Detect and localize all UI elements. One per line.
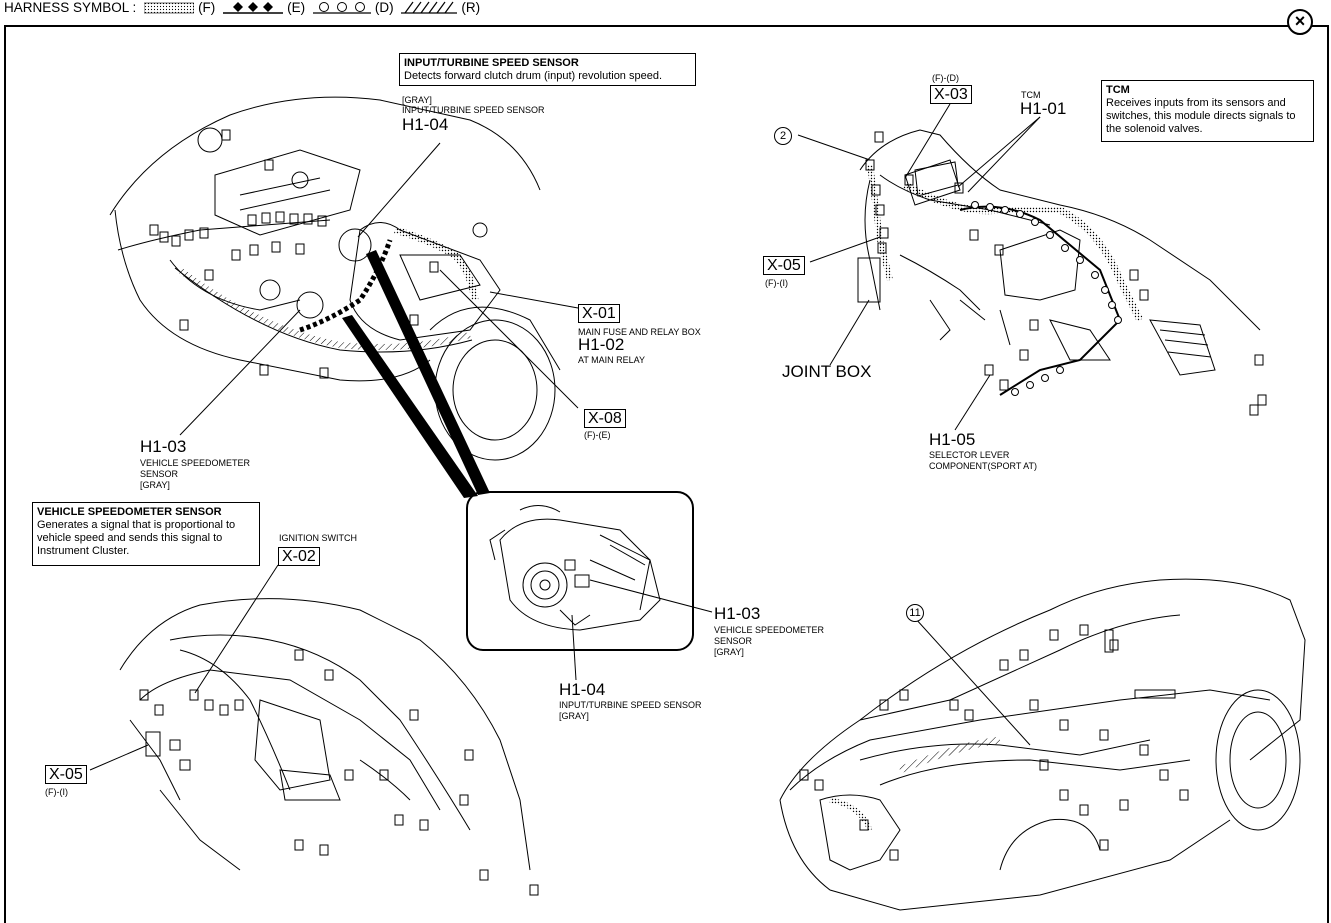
- tcm-info-box: TCM Receives inputs from its sensors and…: [1101, 80, 1314, 142]
- turbine-box-text: Detects forward clutch drum (input) revo…: [404, 70, 663, 82]
- car-body-illustration: [779, 578, 1306, 911]
- x02-sub: IGNITION SWITCH: [279, 533, 357, 543]
- h103-mid-l3: [GRAY]: [714, 647, 744, 657]
- legend-r: (R): [461, 0, 481, 15]
- dotted-harness-icon: [144, 3, 195, 14]
- vss-box-title: VEHICLE SPEEDOMETER SENSOR: [37, 506, 222, 518]
- dashboard-bottom-illustration: [119, 598, 539, 896]
- turbine-top-name: INPUT/TURBINE SPEED SENSOR: [402, 105, 545, 115]
- legend-f: (F): [198, 0, 216, 15]
- hatched-harness-icon: [401, 2, 458, 15]
- h104-mid-code: H1-04: [559, 680, 606, 699]
- h103-mid-code: H1-03: [714, 604, 761, 623]
- h103-top-l3: [GRAY]: [140, 480, 170, 490]
- harness-symbol-legend: HARNESS SYMBOL : (F) (E) (D) (R): [4, 0, 480, 18]
- h102-code: H1-02: [578, 335, 625, 354]
- turbine-top-code: H1-04: [402, 115, 449, 134]
- x05-top-sub: (F)-(I): [765, 278, 788, 288]
- x05-top-connector-label: X-05: [763, 256, 805, 275]
- x03-sub: (F)-(D): [932, 73, 959, 83]
- turbine-box-title: INPUT/TURBINE SPEED SENSOR: [404, 57, 579, 69]
- h102-desc: AT MAIN RELAY: [578, 355, 646, 365]
- h103-top-l1: VEHICLE SPEEDOMETER: [140, 458, 251, 468]
- x05-bottom-connector-label: X-05: [45, 765, 87, 784]
- diamond-harness-icon: [223, 2, 284, 15]
- h105-code: H1-05: [929, 430, 976, 449]
- h103-top-l2: SENSOR: [140, 469, 179, 479]
- h105-l2: COMPONENT(SPORT AT): [929, 461, 1038, 471]
- vss-box-text: Generates a signal that is proportional …: [37, 519, 236, 557]
- legend-e: (E): [287, 0, 306, 15]
- legend-title: HARNESS SYMBOL :: [4, 0, 137, 15]
- joint-box-label: JOINT BOX: [782, 362, 872, 381]
- tcm-box-title: TCM: [1106, 84, 1130, 96]
- diagram-frame: [4, 25, 1329, 923]
- vss-info-box: VEHICLE SPEEDOMETER SENSOR Generates a s…: [32, 502, 260, 566]
- close-icon[interactable]: ×: [1287, 9, 1313, 35]
- dashboard-top-illustration: [857, 129, 1267, 416]
- x02-connector-label: X-02: [278, 547, 320, 566]
- x01-connector-label: X-01: [578, 304, 620, 323]
- h104-mid-l2: [GRAY]: [559, 711, 589, 721]
- h103-top-code: H1-03: [140, 437, 187, 456]
- turbine-top-color: [GRAY]: [402, 95, 432, 105]
- h104-mid-l1: INPUT/TURBINE SPEED SENSOR: [559, 700, 702, 710]
- circle-harness-icon: [312, 2, 371, 15]
- x03-connector-label: X-03: [930, 85, 972, 104]
- turbine-sensor-info-box: INPUT/TURBINE SPEED SENSOR Detects forwa…: [399, 53, 696, 86]
- engine-bay-illustration: [109, 96, 561, 461]
- transaxle-detail: [489, 505, 661, 631]
- circle-marker-11: 11: [906, 604, 924, 622]
- x05-bottom-sub: (F)-(I): [45, 787, 68, 797]
- x01-desc: MAIN FUSE AND RELAY BOX: [578, 327, 701, 337]
- h101-code: H1-01: [1020, 99, 1067, 118]
- legend-d: (D): [374, 0, 394, 15]
- x08-connector-label: X-08: [584, 409, 626, 428]
- h103-mid-l2: SENSOR: [714, 636, 753, 646]
- x08-sub: (F)-(E): [584, 430, 611, 440]
- h105-l1: SELECTOR LEVER: [929, 450, 1010, 460]
- h103-mid-l1: VEHICLE SPEEDOMETER: [714, 625, 825, 635]
- circle-marker-2: 2: [774, 127, 792, 145]
- tcm-box-text: Receives inputs from its sensors and swi…: [1106, 97, 1296, 135]
- h101-sub: TCM: [1021, 90, 1041, 100]
